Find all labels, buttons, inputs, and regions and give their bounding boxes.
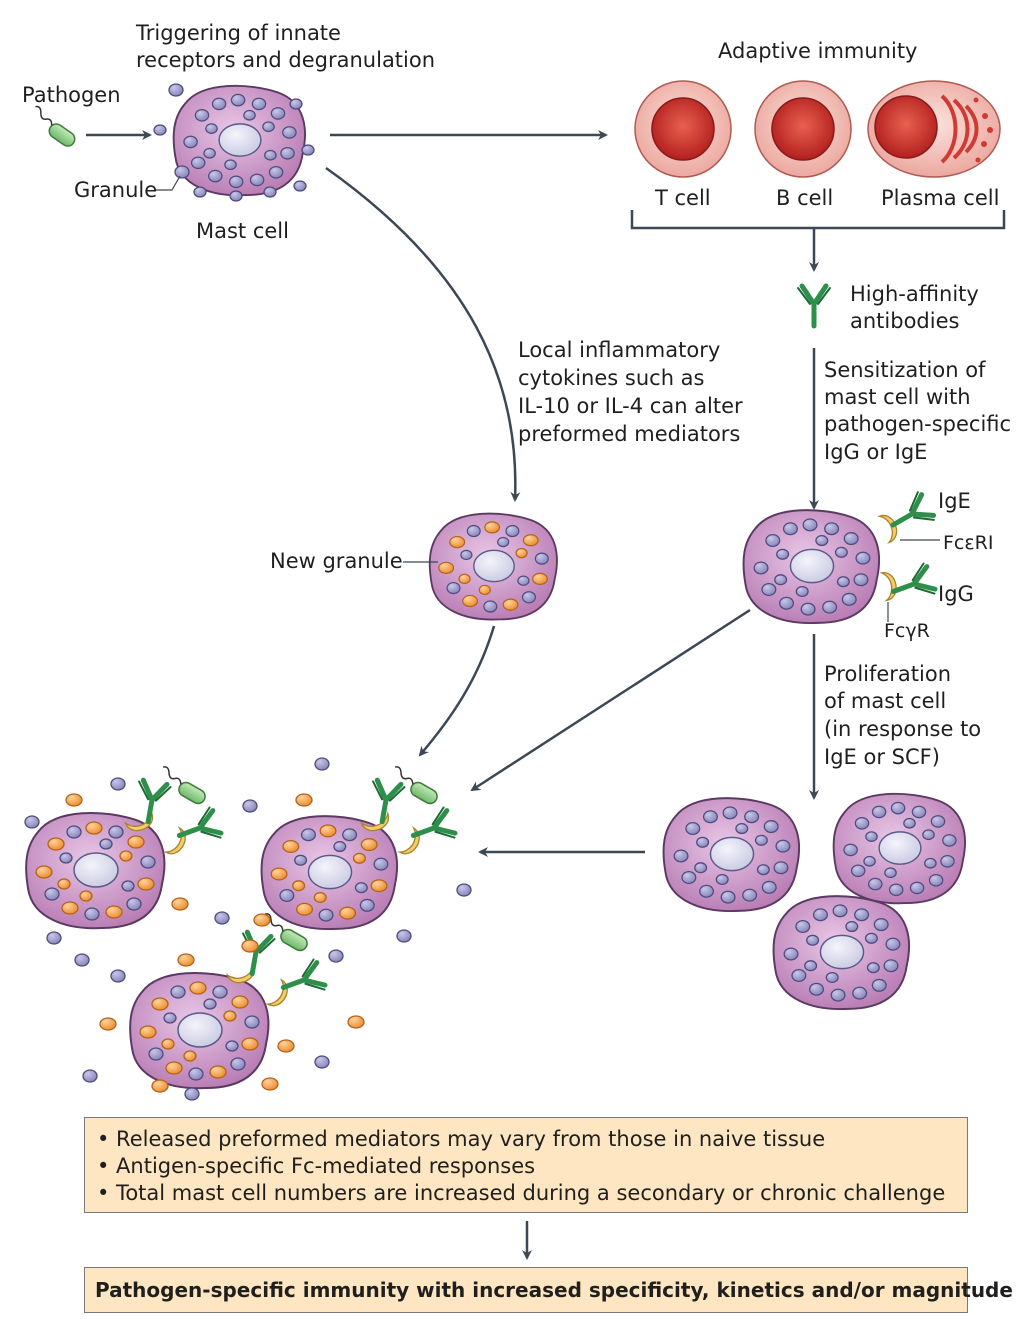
- fcgr-receptor-icon: [880, 570, 899, 602]
- granule-pointer: [156, 175, 181, 191]
- label-fceri: FcεRI: [943, 532, 994, 554]
- summary-line-3: • Total mast cell numbers are increased …: [97, 1181, 946, 1205]
- conclusion-text: Pathogen-specific immunity with increase…: [95, 1278, 1013, 1302]
- label-proliferation-2: of mast cell: [824, 689, 947, 713]
- label-proliferation-4: IgE or SCF): [824, 745, 940, 769]
- label-high-affinity-2: antibodies: [850, 309, 960, 333]
- released-granules-orange: [65, 793, 365, 1093]
- arrow-mast-to-new-granule: [325, 166, 521, 502]
- summary-box: • Released preformed mediators may vary …: [84, 1117, 968, 1213]
- label-t-cell: T cell: [655, 186, 711, 210]
- mast-cell-proliferated-2: [832, 792, 966, 905]
- mast-cell-activated-3: [129, 971, 270, 1090]
- label-new-granule: New granule: [270, 549, 403, 573]
- arrow-sensitized-to-activated: [470, 608, 751, 792]
- antibody-icon: [798, 286, 830, 326]
- label-igg: IgG: [938, 582, 974, 606]
- mast-cell-activated-2: [260, 815, 399, 931]
- mast-cell-new-granule: [428, 512, 558, 621]
- label-triggering-2: receptors and degranulation: [136, 48, 436, 72]
- mast-cell-sensitized: [742, 509, 881, 625]
- pathogen-icon: [26, 104, 80, 150]
- label-ige: IgE: [938, 489, 971, 513]
- label-sensitization-2: mast cell with: [824, 385, 971, 409]
- label-fcgr: FcγR: [884, 620, 930, 642]
- b-cell-icon: [754, 80, 852, 178]
- t-cell-icon: [634, 80, 732, 178]
- label-granule: Granule: [74, 178, 158, 202]
- label-proliferation-3: (in response to: [824, 717, 982, 741]
- released-granules-purple: [24, 757, 472, 1101]
- label-sensitization-1: Sensitization of: [824, 358, 986, 382]
- label-proliferation-1: Proliferation: [824, 662, 952, 686]
- label-adaptive-immunity: Adaptive immunity: [718, 39, 918, 63]
- label-b-cell: B cell: [776, 186, 834, 210]
- mast-cell-activated-1: [25, 811, 166, 930]
- label-triggering-1: Triggering of innate: [136, 21, 341, 45]
- label-local-3: IL-10 or IL-4 can alter: [518, 394, 743, 418]
- bracket-adaptive: [630, 210, 1006, 230]
- mast-cell-proliferated-1: [662, 797, 801, 913]
- arrow-new-granule-to-activated: [418, 625, 496, 757]
- summary-line-2: • Antigen-specific Fc-mediated responses: [97, 1154, 536, 1178]
- mast-cell-initial: [172, 84, 306, 197]
- label-local-4: preformed mediators: [518, 422, 741, 446]
- label-pathogen: Pathogen: [22, 83, 121, 107]
- plasma-cell-icon: [867, 80, 1001, 178]
- label-local-2: cytokines such as: [518, 366, 705, 390]
- summary-line-1: • Released preformed mediators may vary …: [97, 1127, 826, 1151]
- label-sensitization-3: pathogen-specific: [824, 412, 1012, 436]
- label-plasma-cell: Plasma cell: [881, 186, 1000, 210]
- released-granules-initial: [153, 83, 315, 202]
- label-high-affinity-1: High-affinity: [850, 282, 979, 306]
- label-local-1: Local inflammatory: [518, 338, 721, 362]
- label-mast-cell: Mast cell: [196, 219, 289, 243]
- fceri-receptor-icon: [878, 511, 901, 544]
- mast-cell-proliferated-3: [772, 895, 911, 1011]
- conclusion-box: Pathogen-specific immunity with increase…: [84, 1267, 1013, 1313]
- label-sensitization-4: IgG or IgE: [824, 440, 928, 464]
